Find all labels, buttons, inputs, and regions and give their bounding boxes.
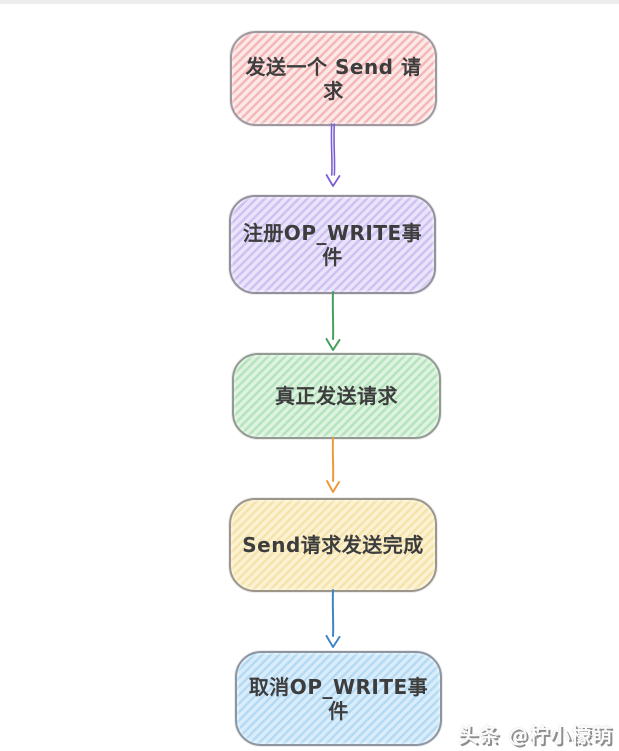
- watermark: 头条 @柠小檬萌: [458, 723, 613, 747]
- arrow-down-icon: [325, 589, 341, 648]
- arrow-down-icon: [325, 291, 341, 351]
- flow-node-label: 真正发送请求: [275, 384, 398, 408]
- flow-node-register-op-write: 注册OP_WRITE事件: [229, 195, 436, 294]
- top-strip: [0, 0, 619, 4]
- flow-node-send-complete: Send请求发送完成: [229, 498, 437, 592]
- arrow-down-icon: [325, 123, 341, 187]
- flow-node-label: Send请求发送完成: [242, 533, 424, 557]
- flow-node-cancel-op-write: 取消OP_WRITE事件: [235, 651, 442, 746]
- arrow-down-icon: [326, 437, 340, 493]
- flow-node-really-send: 真正发送请求: [232, 353, 441, 439]
- flow-node-label: 取消OP_WRITE事件: [248, 674, 429, 723]
- flow-node-send-request: 发送一个 Send 请求: [230, 31, 437, 126]
- flow-node-label: 注册OP_WRITE事件: [242, 220, 423, 269]
- flow-node-label: 发送一个 Send 请求: [245, 54, 422, 103]
